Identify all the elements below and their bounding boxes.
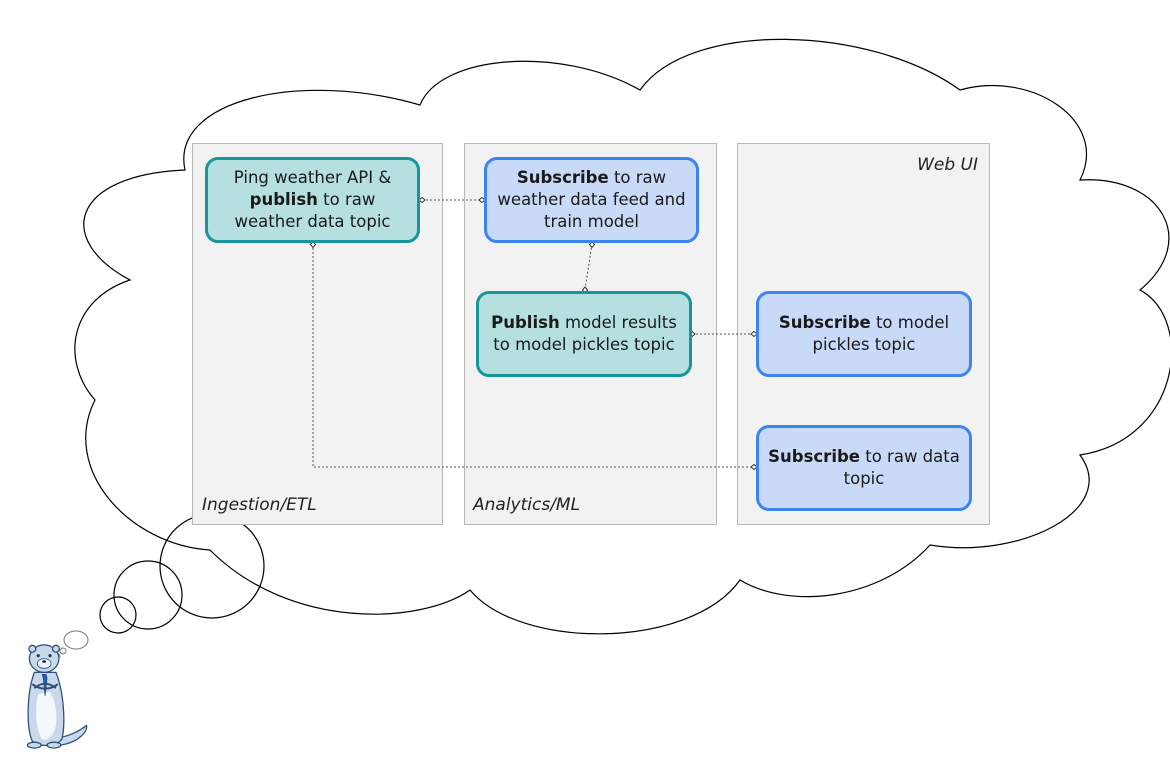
node-pub-results-bold: Publish [491, 313, 560, 332]
node-ping-text: Ping weather API & publish to raw weathe… [216, 167, 409, 233]
node-sub-raw-train-text: Subscribe to raw weather data feed and t… [495, 167, 688, 233]
node-ping-post: to raw weather data topic [234, 190, 391, 231]
node-sub-raw-train-bold: Subscribe [516, 168, 609, 187]
node-sub-raw-train-post: to raw weather data feed and train model [497, 168, 686, 231]
node-pub-results-post: model results to model pickles topic [493, 313, 677, 354]
node-sub-pickles-bold: Subscribe [778, 313, 871, 332]
node-sub-pickles-text: Subscribe to model pickles topic [767, 312, 961, 356]
node-ping-pre: Ping weather API & [233, 168, 392, 187]
node-publish-model-results: Publish model results to model pickles t… [476, 291, 692, 377]
node-sub-raw-data-text: Subscribe to raw data topic [767, 446, 961, 490]
node-subscribe-model-pickles: Subscribe to model pickles topic [756, 291, 972, 377]
lane-label-ingestion: Ingestion/ETL [202, 495, 317, 515]
lane-label-webui: Web UI [917, 155, 978, 175]
node-sub-pickles-post: to model pickles topic [812, 313, 950, 354]
node-ping-bold: publish [249, 190, 318, 209]
lane-label-analytics: Analytics/ML [473, 495, 581, 515]
node-sub-raw-data-bold: Subscribe [768, 447, 860, 466]
node-subscribe-raw-train: Subscribe to raw weather data feed and t… [484, 157, 699, 243]
node-subscribe-raw-data: Subscribe to raw data topic [756, 425, 972, 511]
otter-mascot-icon [26, 644, 88, 749]
node-ping-weather-api: Ping weather API & publish to raw weathe… [205, 157, 420, 243]
node-pub-results-text: Publish model results to model pickles t… [487, 312, 681, 356]
node-sub-raw-data-post: to raw data topic [843, 447, 960, 488]
